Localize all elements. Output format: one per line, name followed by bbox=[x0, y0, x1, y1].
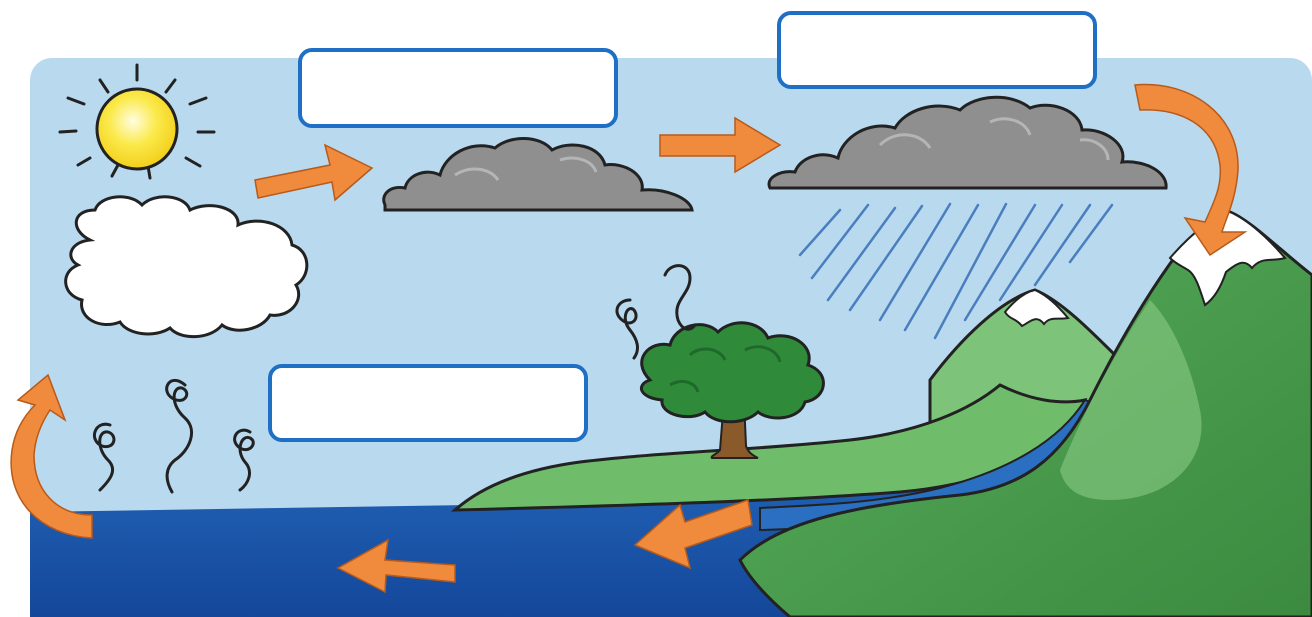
label-box-1[interactable] bbox=[298, 48, 618, 128]
label-box-2[interactable] bbox=[777, 11, 1097, 89]
label-box-3[interactable] bbox=[268, 364, 588, 442]
